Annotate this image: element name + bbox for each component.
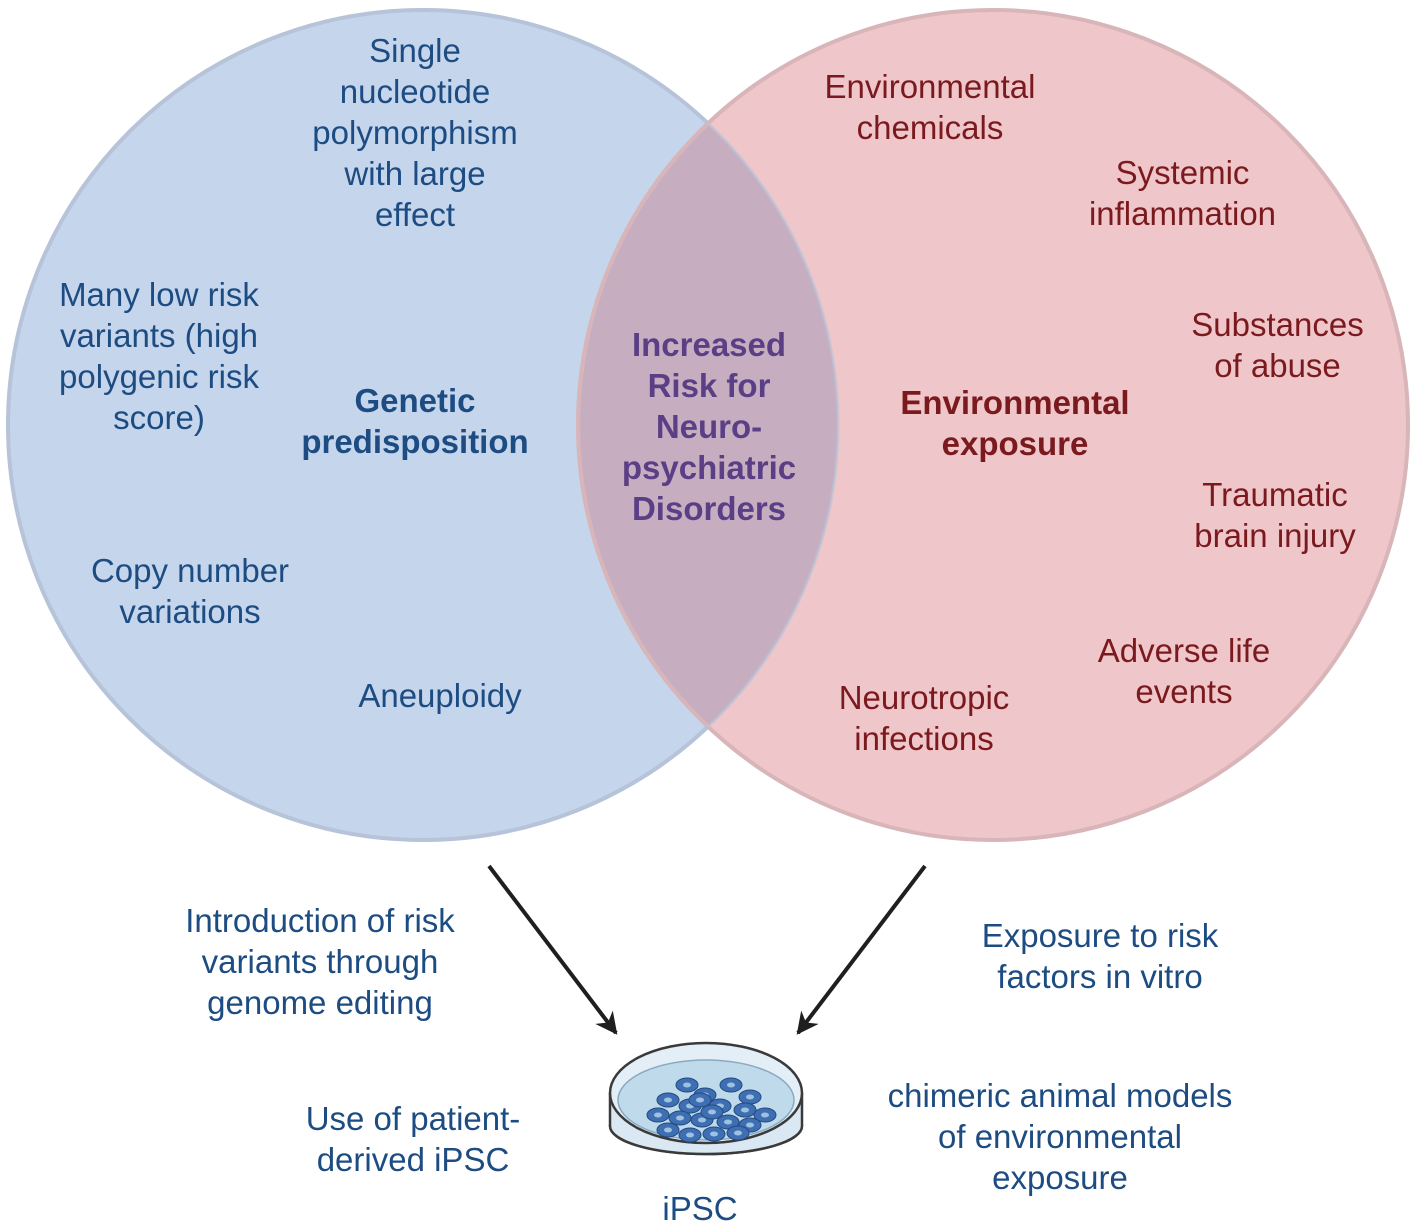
environment-item-neurotropic: Neurotropic infections <box>838 679 1010 757</box>
model-chimeric: chimeric animal models of environmental … <box>887 1077 1233 1196</box>
environment-item-inflammation: Systemic inflammation <box>1088 154 1277 232</box>
petri-dish-icon <box>608 1041 804 1156</box>
genetic-item-aneuploidy: Aneuploidy <box>358 677 522 714</box>
ipsc-cell-nucleus <box>761 1112 769 1118</box>
ipsc-colony <box>646 1077 777 1143</box>
ipsc-cell-nucleus <box>734 1130 742 1136</box>
ipsc-cell-nucleus <box>696 1097 704 1103</box>
ipsc-cell-nucleus <box>664 1127 672 1133</box>
ipsc-cell-nucleus <box>686 1132 694 1138</box>
model-patient-ipsc: Use of patient- derived iPSC <box>305 1100 521 1178</box>
genetic-title: Genetic predisposition <box>301 382 529 460</box>
overlap-title: Increased Risk for Neuro- psychiatric Di… <box>621 326 797 527</box>
ipsc-cell-nucleus <box>683 1082 691 1088</box>
ipsc-cell-nucleus <box>654 1112 662 1118</box>
genetic-item-snp: Single nucleotide polymorphism with larg… <box>312 32 518 233</box>
ipsc-cell-nucleus <box>708 1109 716 1115</box>
genetic-circle-edge <box>6 8 840 842</box>
ipsc-cell-nucleus <box>746 1122 754 1128</box>
genetic-item-cnv: Copy number variations <box>90 552 290 630</box>
in-vitro-arrow <box>796 864 927 1035</box>
ipsc-cell-nucleus <box>676 1115 684 1121</box>
ipsc-cell-nucleus <box>741 1107 749 1113</box>
environment-item-substances: Substances of abuse <box>1191 306 1364 384</box>
model-genome-editing: Introduction of risk variants through ge… <box>185 902 455 1021</box>
model-in-vitro: Exposure to risk factors in vitro <box>981 917 1219 995</box>
genetic-item-polygenic: Many low risk variants (high polygenic r… <box>59 276 259 436</box>
dish-label: iPSC <box>662 1190 738 1227</box>
ipsc-cell-nucleus <box>664 1097 672 1103</box>
genome-editing-arrow <box>487 864 618 1035</box>
environment-item-adverse-life: Adverse life events <box>1097 632 1271 710</box>
ipsc-cell-nucleus <box>724 1119 732 1125</box>
ipsc-cell-nucleus <box>710 1131 718 1137</box>
environment-title: Environmental exposure <box>900 384 1130 462</box>
ipsc-cell-nucleus <box>746 1094 754 1100</box>
ipsc-cell-nucleus <box>727 1082 735 1088</box>
environment-item-tbi: Traumatic brain injury <box>1194 476 1356 554</box>
environment-circle <box>576 8 1410 842</box>
ipsc-cell-nucleus <box>698 1117 706 1123</box>
environment-item-chemicals: Environmental chemicals <box>824 68 1036 146</box>
